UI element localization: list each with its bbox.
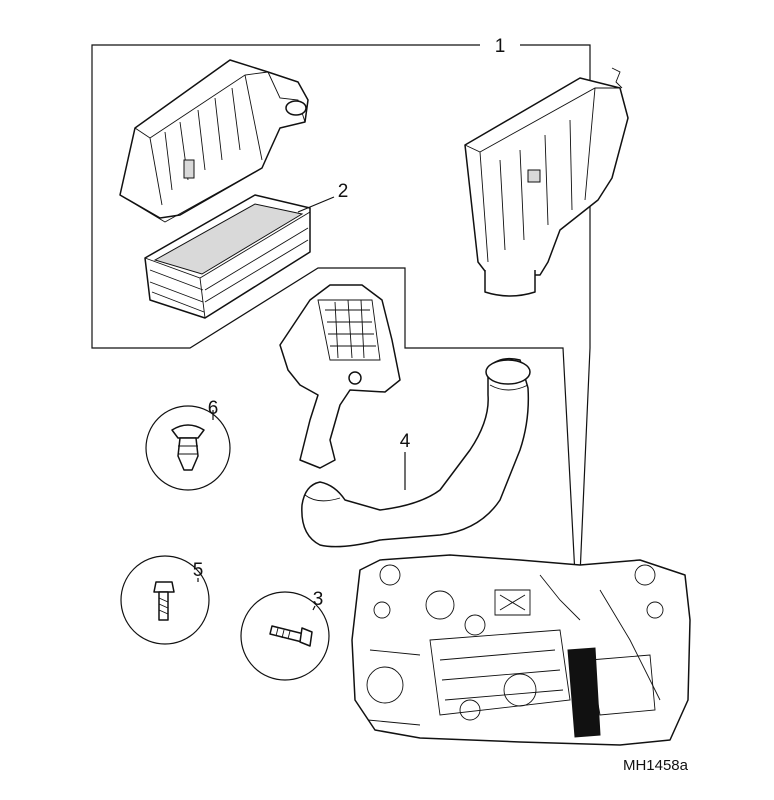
callout-4: 4	[400, 431, 411, 452]
reference-code: MH1458a	[623, 757, 689, 774]
callout-1: 1	[495, 36, 506, 57]
air-flow-housing	[279, 284, 401, 469]
air-cleaner-lid	[119, 59, 309, 223]
callout-3: 3	[313, 589, 324, 610]
detail-circle-5	[120, 555, 210, 645]
detail-circle-3	[240, 591, 330, 681]
highlighted-duct	[567, 647, 601, 738]
air-cleaner-base	[464, 67, 629, 297]
engine-bay-view	[351, 554, 691, 746]
intake-hose	[301, 357, 531, 548]
detail-circle-6	[145, 405, 231, 491]
leader-lines	[197, 196, 406, 611]
air-filter-element	[144, 194, 311, 319]
callout-5: 5	[193, 560, 204, 581]
callout-6: 6	[208, 398, 219, 419]
callout-2: 2	[338, 181, 349, 202]
